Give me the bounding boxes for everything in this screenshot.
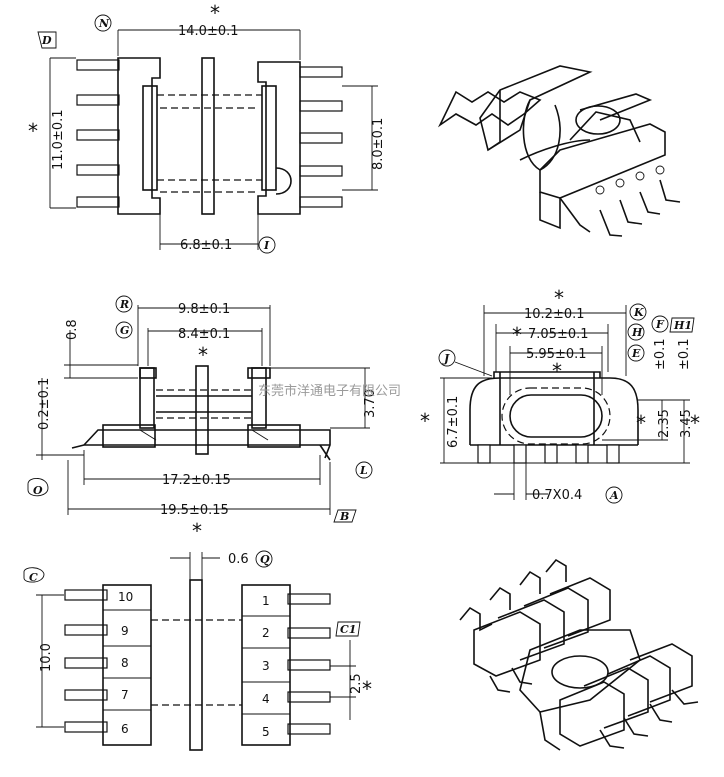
pin-label-8: 8 <box>121 656 129 670</box>
top-width-star: * <box>210 1 220 25</box>
front-top-outer-dim: 9.8±0.1 <box>178 302 230 317</box>
side-tag-E: E <box>631 347 641 360</box>
top-view-right-pins <box>299 66 343 208</box>
bottom-view: 10 9 8 7 6 1 2 3 4 5 0.6 Q 10.0 C 2.5 * … <box>23 550 372 751</box>
pin-label-3: 3 <box>262 659 270 673</box>
iso2-left-block <box>473 611 541 677</box>
front-tag-R: R <box>119 298 129 311</box>
bottom-divider <box>189 579 203 751</box>
front-inner-star: * <box>198 343 208 367</box>
pin-label-9: 9 <box>121 624 129 638</box>
side-total-dim: 3.45 <box>679 409 694 438</box>
bottom-pitch-dim: 2.5 <box>349 673 364 694</box>
front-pin-span-dim: 17.2±0.15 <box>162 473 231 488</box>
bottom-right-body <box>241 584 291 746</box>
pin-label-5: 5 <box>262 725 270 739</box>
front-total-dim: 19.5±0.15 <box>160 503 229 518</box>
side-pins <box>477 444 620 464</box>
iso1-right-flange <box>539 123 666 199</box>
side-tag-K: K <box>633 306 644 319</box>
bottom-tag-C: C <box>29 571 38 584</box>
front-total-star: * <box>192 519 202 543</box>
top-inner-height-dim: 8.0±0.1 <box>371 118 386 170</box>
front-divider <box>195 365 209 455</box>
side-total-star: * <box>690 411 700 435</box>
side-pin-dim: 0.7X0.4 <box>532 488 582 503</box>
front-left-height-dim: 0.2±0.1 <box>37 378 52 430</box>
side-height-star: * <box>420 409 430 433</box>
bottom-tag-C1: C1 <box>340 623 356 636</box>
top-view-right-flange <box>257 61 301 215</box>
front-top-inner-dim: 8.4±0.1 <box>178 327 230 342</box>
top-height-dim: 11.0±0.1 <box>51 109 66 170</box>
top-width-dim: 14.0±0.1 <box>178 24 239 39</box>
top-height-tag: D <box>41 34 52 47</box>
side-mid-star: * <box>512 323 522 347</box>
bottom-left-body <box>102 584 152 746</box>
side-core-slot <box>509 394 603 438</box>
side-outer-dim: 10.2±0.1 <box>524 307 585 322</box>
side-height-dim: 6.7±0.1 <box>446 396 461 448</box>
pin-label-10: 10 <box>118 590 133 604</box>
top-pitch-dim: 6.8±0.1 <box>180 238 232 253</box>
pin-label-1: 1 <box>262 594 270 608</box>
side-tol-H1: ±0.1 <box>677 338 692 370</box>
pin-label-2: 2 <box>262 626 270 640</box>
front-view: 9.8±0.1 R 8.4±0.1 * G 0.8 0.2±0.1 O 3.70… <box>27 295 378 543</box>
top-view: 14.0±0.1 * N 11.0±0.1 * D 8.0±0.1 6.8±0.… <box>28 1 386 254</box>
pin-label-6: 6 <box>121 722 129 736</box>
side-tag-H: H <box>631 326 643 339</box>
pin-label-7: 7 <box>121 688 129 702</box>
front-tag-B: B <box>339 510 349 523</box>
front-flange-dim: 0.8 <box>65 319 80 340</box>
front-tag-O: O <box>33 484 43 497</box>
front-base <box>83 429 331 459</box>
front-tag-L: L <box>359 464 368 477</box>
side-inner-dim: 5.95±0.1 <box>526 347 587 362</box>
bottom-pitch-star: * <box>362 677 372 701</box>
side-outline <box>469 377 639 445</box>
top-width-tag: N <box>98 17 110 30</box>
side-slot-dim: 2.35 <box>657 409 672 438</box>
front-tag-G: G <box>120 324 129 337</box>
iso2-center-flange <box>519 629 641 713</box>
side-outer-star: * <box>554 286 564 310</box>
watermark-text: 东莞市洋通电子有限公司 <box>258 383 401 399</box>
side-tol-F: ±0.1 <box>653 338 668 370</box>
top-pitch-tag: I <box>263 239 270 252</box>
side-mid-dim: 7.05±0.1 <box>528 327 589 342</box>
iso2-right-block <box>559 681 625 747</box>
pin-label-4: 4 <box>262 692 270 706</box>
side-inner-star: * <box>552 359 562 383</box>
side-tag-F: F <box>655 318 665 331</box>
bottom-right-pins <box>287 593 331 735</box>
top-view-left-flange <box>117 57 161 215</box>
bottom-left-pins <box>64 589 108 733</box>
isometric-view-top <box>437 65 681 237</box>
bottom-thickness-dim: 0.6 <box>228 552 249 567</box>
top-height-star: * <box>28 119 38 143</box>
top-view-divider <box>201 57 215 215</box>
isometric-view-bottom <box>459 558 699 751</box>
side-tag-J: J <box>442 352 450 365</box>
front-right-height-dim: 3.70 <box>363 389 378 418</box>
top-view-left-pins <box>76 59 120 208</box>
bottom-height-dim: 10.0 <box>39 643 54 672</box>
side-slot-star: * <box>636 411 646 435</box>
bottom-tag-Q: Q <box>260 553 270 566</box>
side-view: 10.2±0.1 * K * 7.05±0.1 H 5.95±0.1 * E F… <box>420 286 700 504</box>
side-tag-H1: H1 <box>673 319 692 332</box>
side-tag-A: A <box>609 489 619 502</box>
